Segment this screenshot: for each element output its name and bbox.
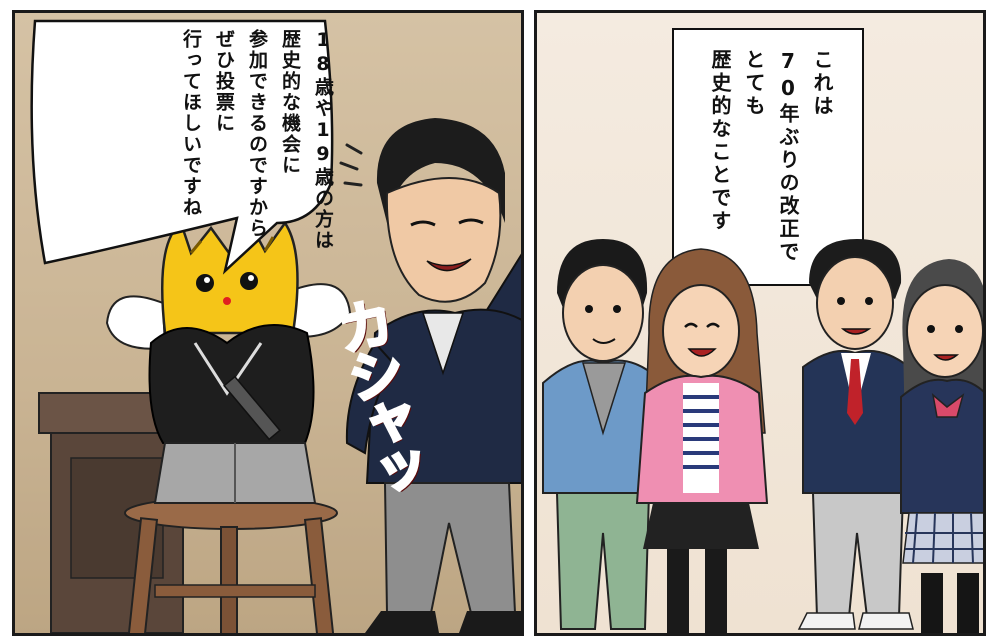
- speech-line: 歴史的な機会に: [279, 29, 301, 176]
- left-panel-artwork: [15, 13, 521, 633]
- motion-lines: [339, 143, 363, 187]
- caption-line: とても: [742, 49, 766, 118]
- caption-box: [672, 28, 864, 286]
- speech-line: 参加できるのですから: [246, 29, 268, 239]
- speech-bubble-text: 18歳や19歳の方は 歴史的な機会に 参加できるのですから ぜひ投票に 行ってほ…: [174, 29, 339, 251]
- man-in-suit: [345, 118, 521, 633]
- student-boy-denim: [542, 239, 664, 630]
- student-girl-pink: [635, 248, 769, 633]
- speech-line: 行ってほしいですね: [180, 29, 202, 218]
- comic-panel-right: これは 70年ぶりの改正で とても 歴史的なことです: [534, 10, 986, 636]
- wooden-stool: [124, 496, 338, 633]
- student-boy-blazer: [797, 239, 914, 630]
- caption-line: 70年ぶりの改正で: [776, 49, 800, 264]
- speech-line: 18歳や19歳の方は: [312, 29, 334, 251]
- mascot-character: [148, 220, 317, 504]
- student-girl-uniform: [900, 259, 983, 633]
- speech-line: ぜひ投票に: [213, 29, 235, 134]
- comic-panel-left: 18歳や19歳の方は 歴史的な機会に 参加できるのですから ぜひ投票に 行ってほ…: [12, 10, 524, 636]
- right-panel-artwork: [542, 28, 983, 633]
- caption-text: これは 70年ぶりの改正で とても 歴史的なことです: [703, 49, 839, 264]
- caption-line: 歴史的なことです: [708, 49, 732, 233]
- speech-bubble: [30, 19, 334, 275]
- caption-line: これは: [810, 49, 834, 118]
- mascot-wings: [105, 283, 352, 350]
